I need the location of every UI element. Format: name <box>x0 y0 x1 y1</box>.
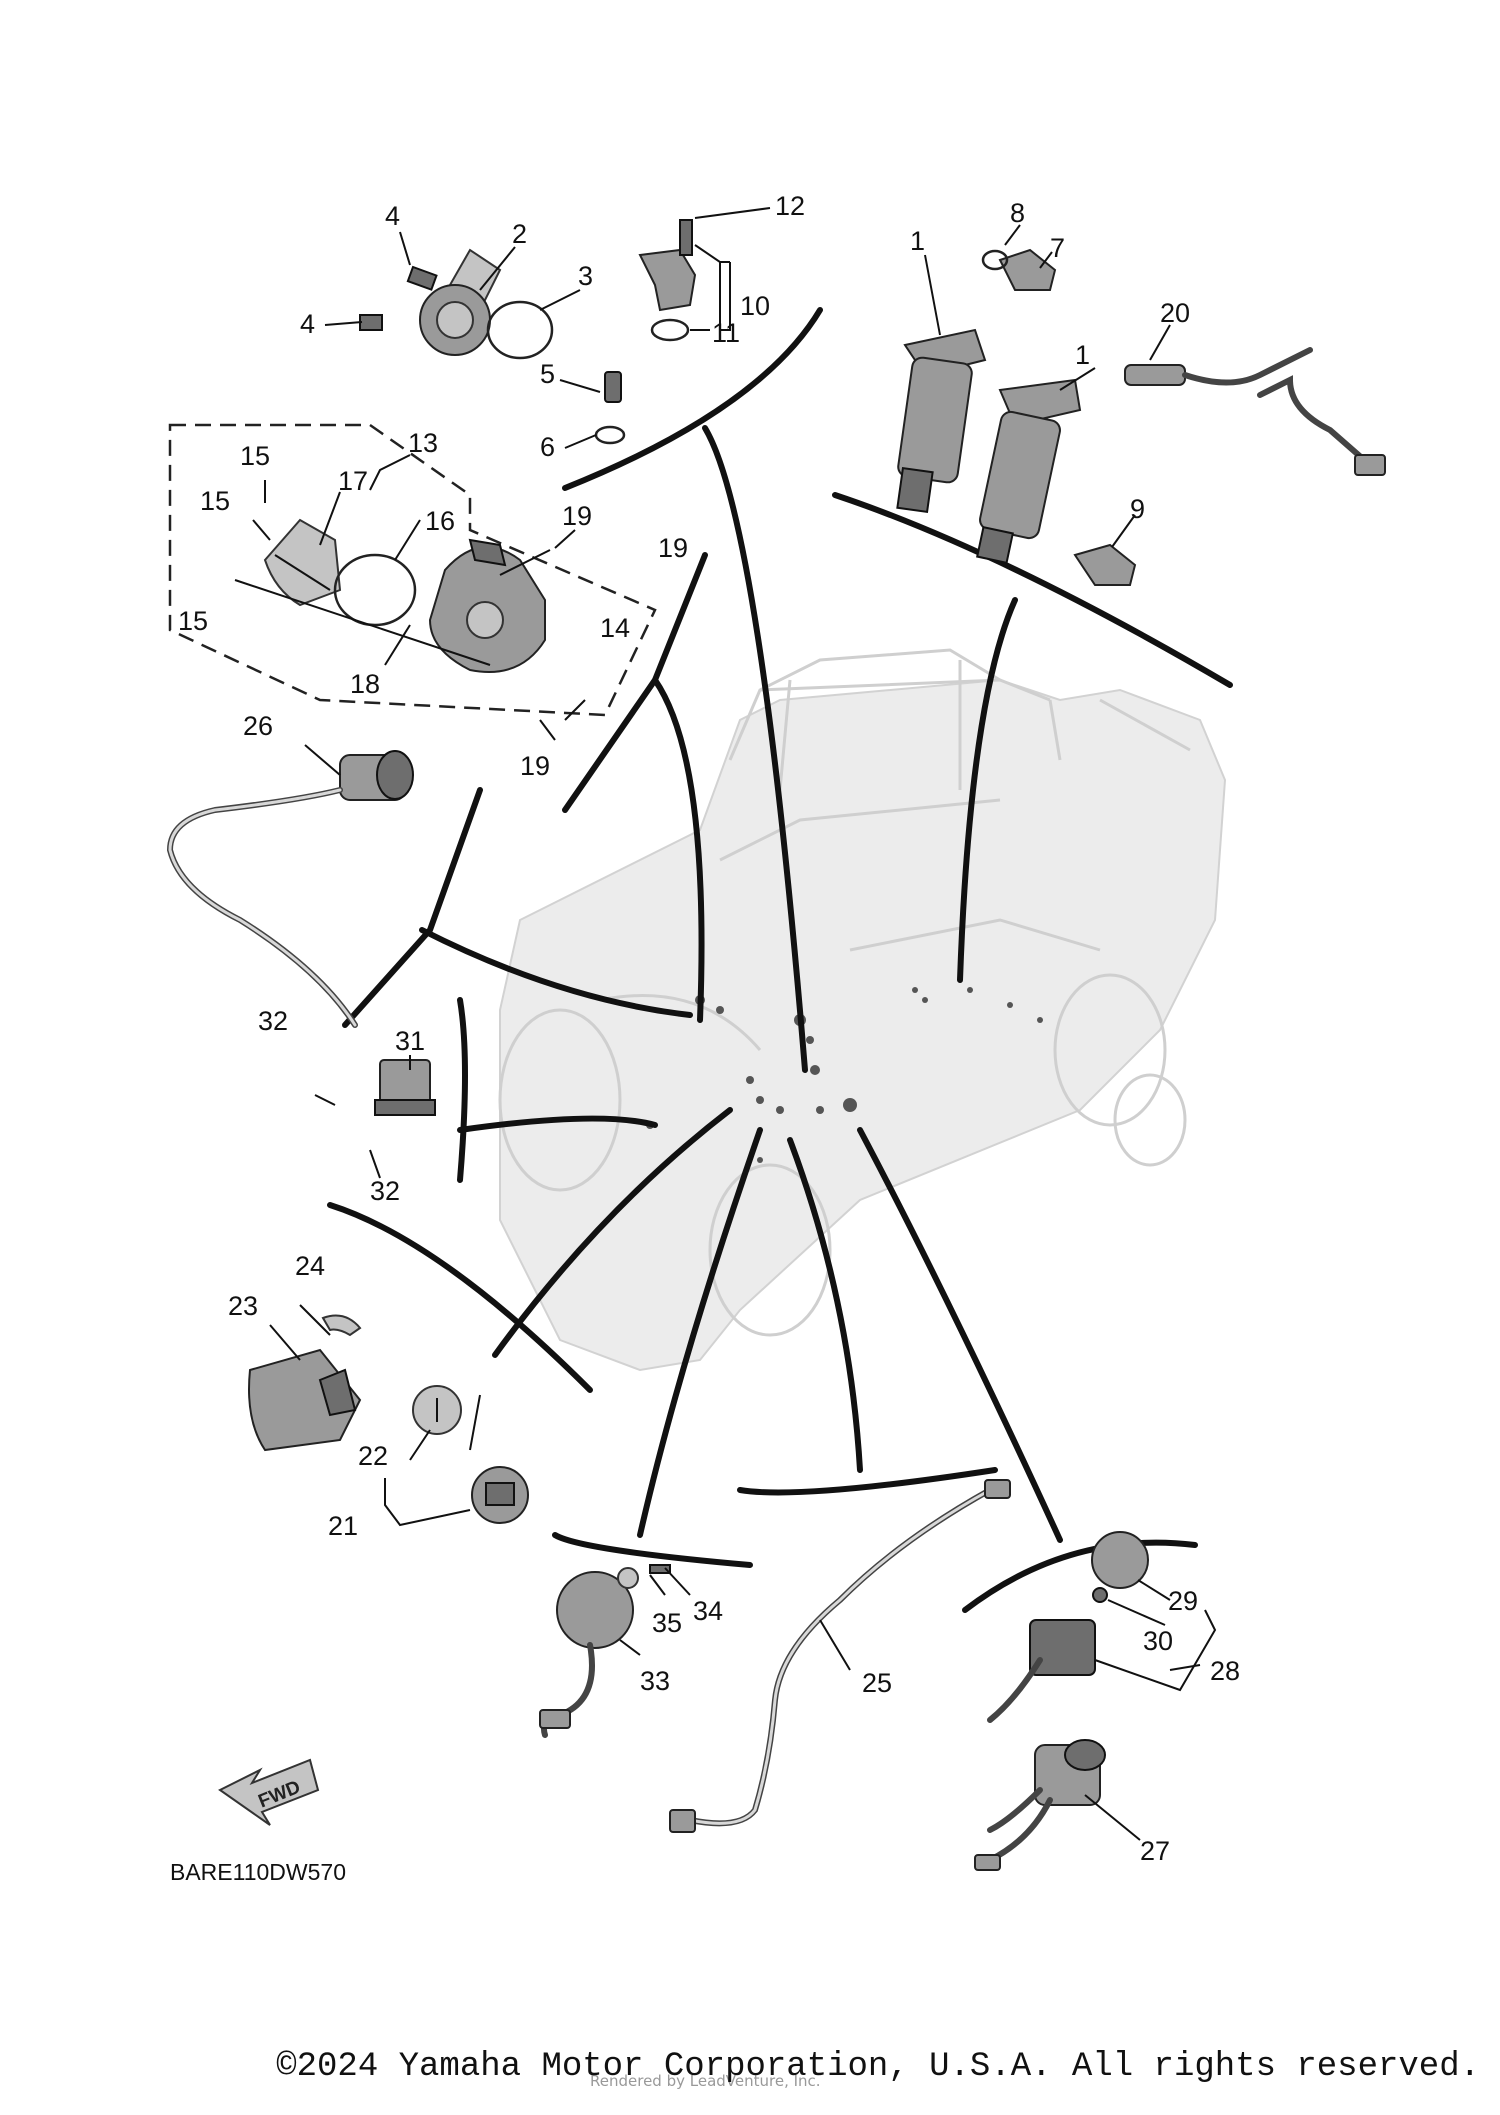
switch-28 <box>987 1531 1149 1723</box>
callout-35: 35 <box>652 1608 682 1638</box>
callout-1a: 1 <box>910 226 925 256</box>
callout-2: 2 <box>512 219 527 249</box>
callout-19c: 19 <box>520 751 550 781</box>
copyright-notice: ©2024 Yamaha Motor Corporation, U.S.A. A… <box>276 2048 1480 2086</box>
callout-5: 5 <box>540 359 555 389</box>
callout-29: 29 <box>1168 1586 1198 1616</box>
throttle-position-sensor <box>359 248 554 360</box>
callout-26: 26 <box>243 711 273 741</box>
callout-34: 34 <box>693 1596 723 1626</box>
ignition-coil-left <box>896 328 987 514</box>
leader-lines <box>234 207 1217 1841</box>
speed-sensor-26 <box>166 750 414 1028</box>
callout-11: 11 <box>712 318 740 348</box>
callout-32b: 32 <box>370 1176 400 1206</box>
callout-7: 7 <box>1050 233 1065 263</box>
callout-22: 22 <box>358 1441 388 1471</box>
part-code: BARE110DW570 <box>170 1859 346 1885</box>
callout-32a: 32 <box>258 1006 288 1036</box>
callout-27: 27 <box>1140 1836 1170 1866</box>
callout-15c: 15 <box>178 606 208 636</box>
relay-31 <box>374 1059 436 1116</box>
cam-position-sensor <box>638 219 697 342</box>
callout-4b: 4 <box>300 309 315 339</box>
vehicle-silhouette <box>498 648 1227 1372</box>
guide-lines <box>327 307 1233 1613</box>
callout-12: 12 <box>775 191 805 221</box>
callout-19b: 19 <box>658 533 688 563</box>
water-pump-kit-boundary <box>168 423 657 717</box>
callout-8: 8 <box>1010 198 1025 228</box>
callout-15a: 15 <box>240 441 270 471</box>
callout-4a: 4 <box>385 201 400 231</box>
callout-25: 25 <box>862 1668 892 1698</box>
callout-31: 31 <box>395 1026 425 1056</box>
callout-18: 18 <box>350 669 380 699</box>
temp-sensor-5 <box>594 371 626 445</box>
callout-19a: 19 <box>562 501 592 531</box>
callout-16: 16 <box>425 506 455 536</box>
callout-24: 24 <box>295 1251 325 1281</box>
main-switch-21 <box>412 1385 529 1524</box>
callout-33: 33 <box>640 1666 670 1696</box>
callout-28: 28 <box>1210 1656 1240 1686</box>
callout-6: 6 <box>540 432 555 462</box>
callout-21: 21 <box>328 1511 358 1541</box>
o2-sensor <box>1124 347 1386 476</box>
switch-27 <box>974 1739 1106 1871</box>
switch-23 <box>248 1314 362 1452</box>
callout-30: 30 <box>1143 1626 1173 1656</box>
callout-1b: 1 <box>1075 340 1090 370</box>
callout-23: 23 <box>228 1291 258 1321</box>
water-pump-assembly <box>263 518 546 673</box>
callout-17: 17 <box>338 466 368 496</box>
fwd-arrow-icon: FWD <box>218 1758 320 1826</box>
callout-20: 20 <box>1160 298 1190 328</box>
callout-3: 3 <box>578 261 593 291</box>
horn-33 <box>539 1564 671 1738</box>
callout-14: 14 <box>600 613 630 643</box>
callout-labels: 1 1 2 3 4 4 5 6 7 8 9 10 11 12 13 14 15 … <box>170 191 1240 1885</box>
ignition-coil-right <box>976 378 1082 564</box>
render-credit: Rendered by LeadVenture, Inc. <box>590 2072 821 2090</box>
sensor-7 <box>981 248 1057 291</box>
callout-9: 9 <box>1130 494 1145 524</box>
pressure-switch-9 <box>1073 543 1137 586</box>
callout-10: 10 <box>740 291 770 321</box>
callout-13: 13 <box>408 428 438 458</box>
sub-harness-25 <box>669 1479 1011 1833</box>
callout-15b: 15 <box>200 486 230 516</box>
